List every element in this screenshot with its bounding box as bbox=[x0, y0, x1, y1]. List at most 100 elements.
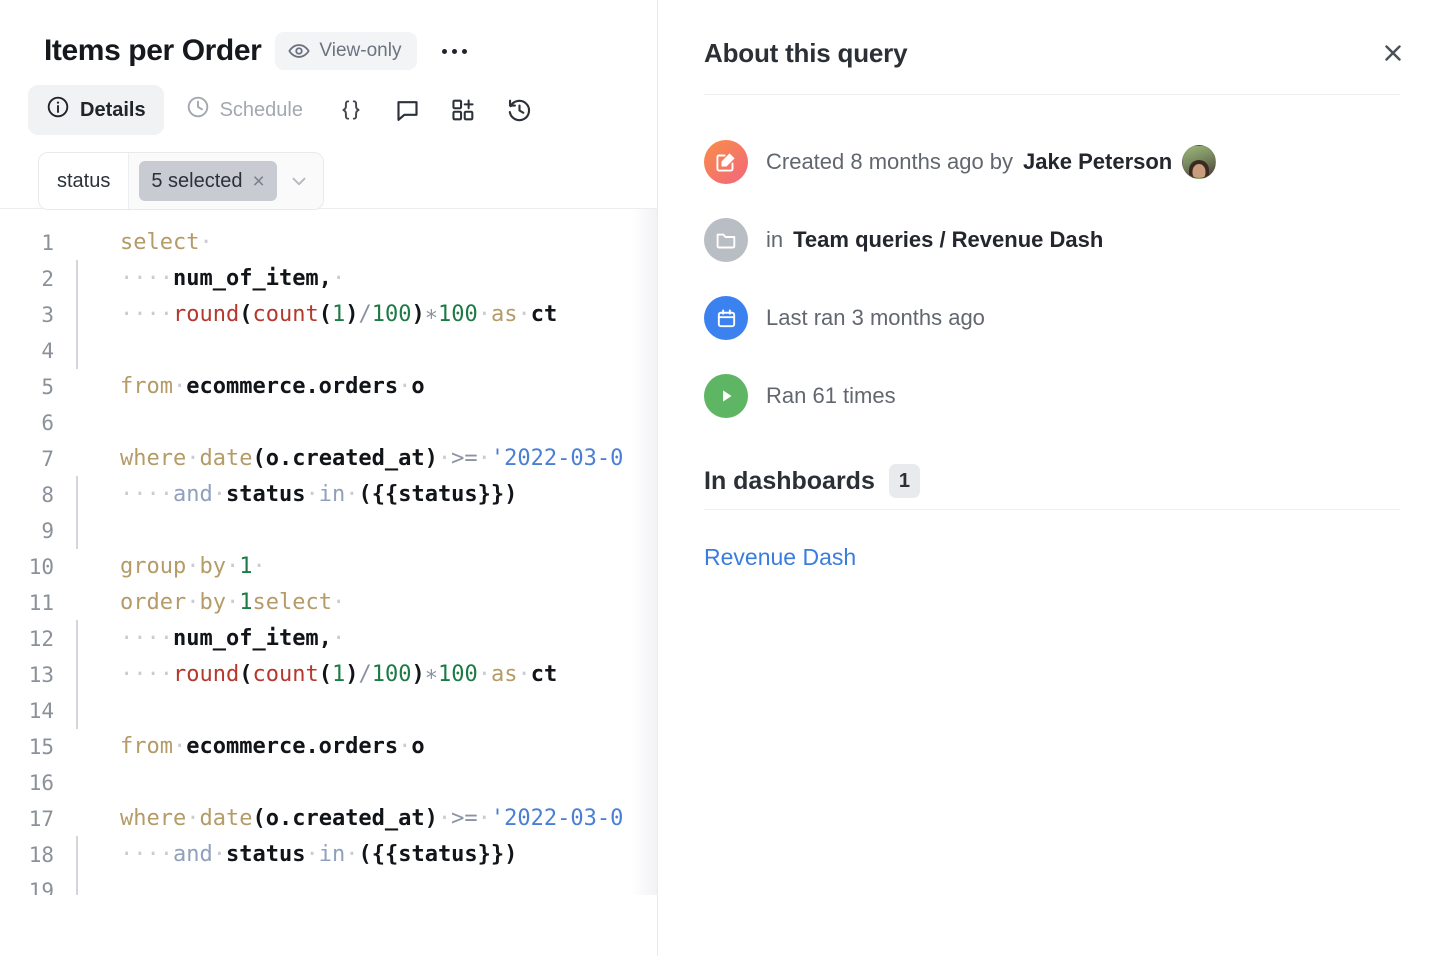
code-token: · bbox=[398, 374, 412, 399]
code-line[interactable]: 13····round(count(1)/100)∗100·as·ct bbox=[0, 656, 658, 693]
code-line-content[interactable]: group·by·1· bbox=[76, 549, 266, 585]
metadata-prefix: Ran 61 times bbox=[766, 383, 896, 408]
code-line[interactable]: 2 ····num_of_item,· bbox=[0, 260, 658, 297]
title-row: Items per Order View-only bbox=[0, 28, 658, 74]
status-filter-widget[interactable]: status 5 selected × bbox=[38, 152, 324, 210]
play-circle-icon bbox=[704, 374, 748, 418]
code-line-content[interactable]: ····round(count(1)/100)∗100·as·ct bbox=[76, 656, 557, 693]
line-number: 1 bbox=[41, 231, 54, 255]
code-line[interactable]: 16 bbox=[0, 765, 658, 801]
code-line[interactable]: 18 ····and·status·in·({{status}}) bbox=[0, 836, 658, 873]
clear-filter-icon[interactable]: × bbox=[252, 169, 265, 193]
code-token: ···· bbox=[120, 842, 173, 867]
more-options-button[interactable] bbox=[435, 32, 473, 70]
code-token: · bbox=[477, 446, 491, 471]
code-line-content[interactable]: from·ecommerce.orders·o bbox=[76, 729, 425, 765]
code-token: ) bbox=[345, 662, 359, 687]
add-to-dashboard-icon[interactable] bbox=[437, 85, 489, 135]
line-number: 18 bbox=[28, 843, 54, 867]
code-line[interactable]: 12····num_of_item,· bbox=[0, 620, 658, 657]
code-token: ···· bbox=[120, 302, 173, 327]
code-line-content[interactable]: where·date(o.created_at)·>=·'2022-03-0 bbox=[76, 801, 623, 837]
code-token: ( bbox=[318, 302, 332, 327]
code-token: · bbox=[225, 590, 240, 615]
code-line-content[interactable]: ····and·status·in·({{status}}) bbox=[76, 836, 518, 873]
code-token: / bbox=[358, 302, 372, 327]
code-line[interactable]: 3····round(count(1)/100)∗100·as·ct bbox=[0, 296, 658, 333]
code-line-content[interactable]: ····and·status·in·({{status}}) bbox=[76, 476, 517, 513]
code-token: num_of_item, bbox=[172, 626, 332, 651]
code-token: ···· bbox=[120, 662, 173, 687]
code-token: · bbox=[345, 842, 359, 867]
code-line[interactable]: 15 from·ecommerce.orders·o bbox=[0, 729, 658, 765]
code-token: where bbox=[120, 806, 187, 831]
code-line-content[interactable]: select· bbox=[76, 225, 213, 261]
comment-bubble-icon[interactable] bbox=[381, 85, 433, 135]
code-token: · bbox=[199, 230, 213, 255]
code-line-content[interactable]: ····num_of_item,· bbox=[76, 260, 345, 297]
code-line-content[interactable]: where·date(o.created_at)·>=·'2022-03-0 bbox=[76, 441, 623, 477]
revision-history-icon[interactable] bbox=[493, 85, 545, 135]
code-token: · bbox=[186, 554, 200, 579]
about-query-sidebar: About this query Created 8 months ago by… bbox=[658, 0, 1446, 956]
code-line[interactable]: 6 bbox=[0, 405, 658, 441]
code-token: as bbox=[490, 662, 518, 687]
code-token: ecommerce.orders bbox=[186, 374, 399, 399]
code-line[interactable]: 8 ····and·status·in·({{status}}) bbox=[0, 476, 658, 513]
code-line[interactable]: 19 bbox=[0, 872, 658, 895]
metadata-value[interactable]: Team queries / Revenue Dash bbox=[793, 227, 1104, 252]
view-only-badge[interactable]: View-only bbox=[275, 32, 418, 70]
metadata-text: Last ran 3 months ago bbox=[766, 305, 985, 331]
code-token: ( bbox=[252, 806, 266, 831]
code-line-content[interactable]: ····round(count(1)/100)∗100·as·ct bbox=[76, 296, 558, 333]
sidebar-header: About this query bbox=[658, 0, 1446, 94]
code-token: 1 bbox=[239, 554, 253, 579]
metadata-row: Ran 61 times bbox=[704, 357, 1400, 435]
in-dashboards-title: In dashboards bbox=[704, 466, 875, 495]
code-line[interactable]: 1 select· bbox=[0, 225, 658, 261]
tab-schedule[interactable]: Schedule bbox=[168, 85, 321, 135]
line-number: 8 bbox=[41, 483, 54, 507]
metadata-value[interactable]: Jake Peterson bbox=[1023, 149, 1173, 174]
line-number: 7 bbox=[41, 447, 54, 471]
code-token: · bbox=[477, 662, 491, 687]
code-token: ( bbox=[239, 302, 253, 327]
code-line[interactable]: 14 bbox=[0, 692, 658, 729]
code-token: · bbox=[437, 446, 452, 471]
code-line[interactable]: 4 bbox=[0, 332, 658, 369]
code-token: in bbox=[318, 842, 346, 867]
code-line-content[interactable]: ····num_of_item,· bbox=[76, 620, 345, 657]
code-token: ct bbox=[530, 302, 558, 327]
code-token: ({{status}}) bbox=[358, 842, 518, 867]
code-token: · bbox=[398, 734, 412, 759]
dashboard-link-revenue-dash[interactable]: Revenue Dash bbox=[704, 544, 857, 570]
filter-selection-chip[interactable]: 5 selected × bbox=[139, 161, 277, 201]
page-title: Items per Order bbox=[44, 34, 262, 67]
line-number: 15 bbox=[28, 735, 54, 759]
close-icon[interactable] bbox=[1374, 34, 1412, 72]
code-line-content[interactable]: order·by·1select· bbox=[76, 585, 345, 621]
filter-value-area[interactable]: 5 selected × bbox=[129, 153, 323, 209]
metadata-row: Last ran 3 months ago bbox=[704, 279, 1400, 357]
code-line[interactable]: 9 bbox=[0, 512, 658, 549]
curly-braces-icon[interactable] bbox=[325, 85, 377, 135]
code-token: date bbox=[199, 446, 253, 471]
line-number: 2 bbox=[41, 267, 54, 291]
code-line-content[interactable]: from·ecommerce.orders·o bbox=[76, 369, 425, 405]
tab-details[interactable]: Details bbox=[28, 85, 164, 135]
code-token: · bbox=[225, 554, 240, 579]
chevron-down-icon[interactable] bbox=[281, 161, 317, 201]
tab-bar: Details Schedule bbox=[0, 74, 658, 135]
folder-icon bbox=[704, 218, 748, 262]
code-token: 1 bbox=[331, 662, 346, 687]
code-token: and bbox=[172, 482, 213, 507]
